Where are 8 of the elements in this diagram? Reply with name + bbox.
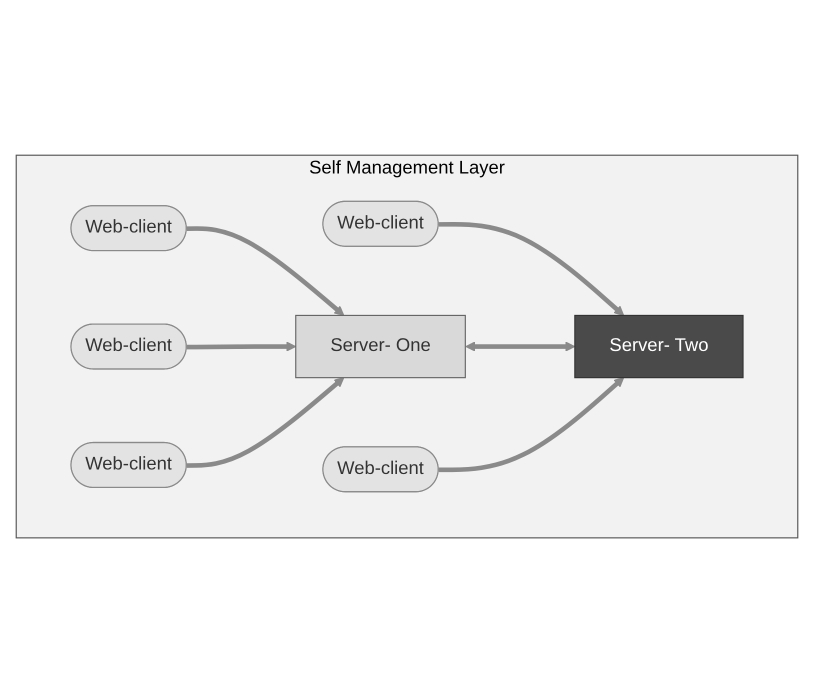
arrow	[186, 342, 296, 352]
arrow	[186, 378, 344, 468]
node-box: Server- One	[295, 315, 466, 379]
arrow	[438, 222, 624, 316]
arrow	[438, 378, 624, 473]
arrow	[465, 342, 576, 352]
arrow	[186, 226, 344, 316]
node-box: Server- Two	[574, 315, 744, 379]
